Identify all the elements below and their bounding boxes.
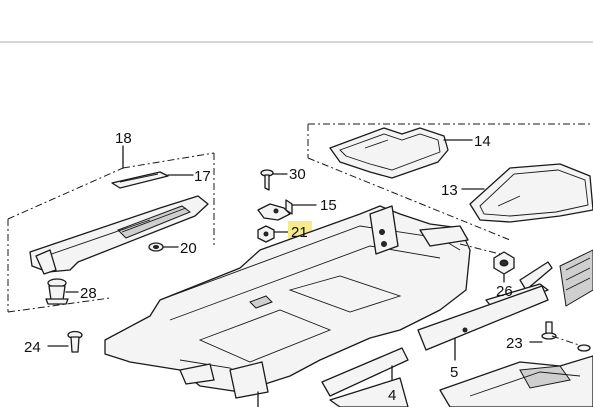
callout-28: 28 <box>80 285 97 302</box>
callout-18: 18 <box>115 130 132 147</box>
part-17-cover-plate <box>111 171 194 189</box>
callout-4: 4 <box>388 387 396 404</box>
part-15-bracket <box>257 199 317 221</box>
part-26-grommet <box>459 243 515 283</box>
callout-30: 30 <box>289 166 306 183</box>
callout-14: 14 <box>474 133 491 150</box>
part-20-washer <box>148 242 179 252</box>
callout-20: 20 <box>180 240 197 257</box>
callout-23: 23 <box>506 335 523 352</box>
callout-26: 26 <box>496 283 513 300</box>
callout-21: 21 <box>291 224 308 241</box>
part-24-push-clip <box>47 330 83 353</box>
callout-24: 24 <box>24 339 41 356</box>
part-28-clip <box>45 278 79 305</box>
part-23-bolt <box>529 321 591 352</box>
part-14-floor-mat <box>329 127 473 179</box>
main-console-tray <box>104 205 471 407</box>
callout-5: 5 <box>450 364 458 381</box>
part-21-nut <box>257 225 291 243</box>
part-13-floor-mat <box>461 163 593 223</box>
part-30-screw <box>260 169 288 191</box>
callout-13: 13 <box>441 182 458 199</box>
part-4-lower-panel <box>321 347 409 407</box>
lower-chassis-fragment <box>439 355 593 407</box>
callout-labels: 18 17 20 28 30 15 21 14 13 26 24 23 4 5 <box>24 130 523 404</box>
bracket-group-mats <box>307 123 593 241</box>
callout-15: 15 <box>320 197 337 214</box>
part-5-side-panel <box>417 285 549 361</box>
callout-17: 17 <box>194 168 211 185</box>
bracket-group-18 <box>7 145 215 313</box>
part-18-armrest-trim <box>29 195 209 275</box>
